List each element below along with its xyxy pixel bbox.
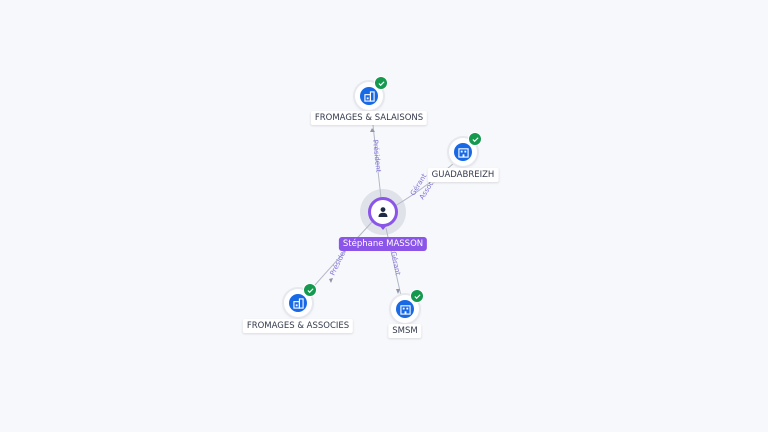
company-node-guadabreizh[interactable]	[449, 132, 482, 166]
edge-label-smsm: Gérant	[389, 251, 402, 276]
company-label-guadabreizh[interactable]: GUADABREIZH	[427, 168, 499, 182]
building-icon	[289, 294, 307, 312]
edge-arrow-fromages-salaisons	[370, 128, 375, 132]
user-icon	[378, 207, 388, 217]
edge-arrow-smsm	[396, 289, 400, 294]
verified-check-icon	[374, 76, 388, 90]
company-node-fromages-salaisons[interactable]	[355, 76, 388, 110]
person-pin-pointer	[378, 224, 388, 230]
person-label[interactable]: Stéphane MASSON	[338, 237, 428, 251]
company-label-fromages-salaisons[interactable]: FROMAGES & SALAISONS	[310, 111, 428, 125]
building-icon	[454, 143, 472, 161]
edge-label-fromages-salaisons: Président	[371, 139, 382, 173]
person-node[interactable]	[368, 197, 398, 230]
company-node-smsm[interactable]	[391, 289, 424, 323]
building-icon	[360, 87, 378, 105]
verified-check-icon	[468, 132, 482, 146]
edge-line-fromages-salaisons	[371, 115, 382, 199]
edge-arrow-fromages-associes	[329, 278, 333, 283]
company-node-fromages-associes[interactable]	[284, 283, 317, 317]
company-label-fromages-associes[interactable]: FROMAGES & ASSOCIES	[242, 319, 354, 333]
verified-check-icon	[303, 283, 317, 297]
verified-check-icon	[410, 289, 424, 303]
building-icon	[396, 300, 414, 318]
company-label-smsm[interactable]: SMSM	[388, 324, 422, 338]
